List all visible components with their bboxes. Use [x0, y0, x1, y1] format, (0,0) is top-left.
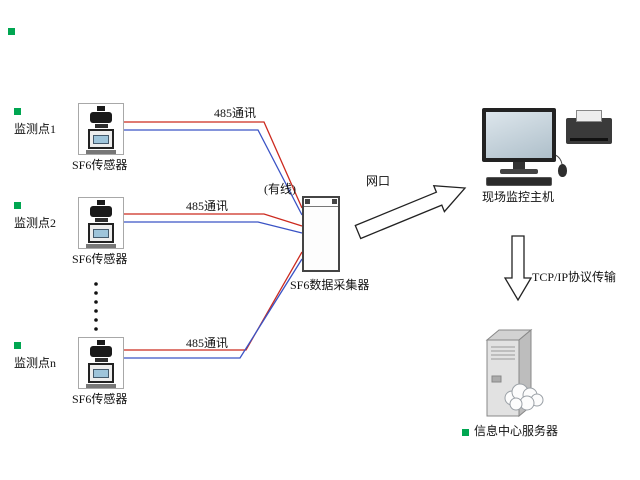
server-tower — [485, 328, 533, 418]
monitor-stand-base — [500, 169, 538, 174]
more-sensors-ellipsis — [94, 282, 98, 331]
sensor-base — [86, 384, 116, 388]
wire-485-red-2 — [124, 213, 303, 227]
sf6-sensor-device-1 — [78, 103, 124, 155]
green-marker — [462, 429, 469, 436]
sensor-head — [90, 346, 112, 357]
sensor-head — [90, 206, 112, 217]
monitor-screen — [486, 112, 552, 158]
sf6-sensor-device-n — [78, 337, 124, 389]
printer-icon — [566, 110, 612, 144]
sensor-cap — [97, 106, 105, 111]
sensor-body — [88, 223, 114, 243]
data-collector-device — [302, 196, 340, 272]
sensor-head — [90, 112, 112, 123]
sensor-screen — [93, 228, 109, 238]
tcpip-protocol-label: TCP/IP协议传输 — [532, 270, 617, 284]
sensor-base — [86, 150, 116, 154]
collector-terminal — [332, 199, 337, 204]
sensor-neck — [94, 218, 108, 222]
point-n-label: 监测点n — [14, 356, 57, 370]
network-port-label: 网口 — [366, 174, 391, 188]
monitor-stand — [513, 162, 525, 169]
host-caption: 现场监控主机 — [482, 190, 555, 204]
sensor-cap — [97, 200, 105, 205]
collector-panel-line — [304, 206, 338, 207]
sensor-body — [88, 363, 114, 383]
comm-485-label-n: 485通讯 — [186, 336, 229, 350]
sensor-n-caption: SF6传感器 — [72, 392, 128, 406]
printer-slot — [570, 138, 608, 141]
tcpip-down-arrow — [503, 235, 533, 302]
comm-485-label-2: 485通讯 — [186, 199, 229, 213]
comm-485-label-1: 485通讯 — [214, 106, 257, 120]
sensor-2-caption: SF6传感器 — [72, 252, 128, 266]
sensor-neck — [94, 358, 108, 362]
collector-terminal — [305, 199, 310, 204]
network-port-arrow — [354, 184, 467, 240]
wired-note: (有线) — [264, 182, 296, 196]
point-1-label: 监测点1 — [14, 122, 57, 136]
server-caption: 信息中心服务器 — [474, 424, 559, 438]
sensor-screen — [93, 368, 109, 378]
sensor-screen — [93, 134, 109, 144]
network-cloud-icon — [504, 383, 544, 411]
green-marker — [14, 108, 21, 115]
green-marker — [14, 342, 21, 349]
sensor-1-caption: SF6传感器 — [72, 158, 128, 172]
sf6-sensor-device-2 — [78, 197, 124, 249]
sensor-neck — [94, 124, 108, 128]
mouse-icon — [558, 164, 567, 177]
green-marker — [14, 202, 21, 209]
wire-485-blue-2 — [124, 221, 303, 234]
point-2-label: 监测点2 — [14, 216, 57, 230]
sensor-cap — [97, 340, 105, 345]
collector-caption: SF6数据采集器 — [290, 278, 370, 292]
printer-paper — [576, 110, 602, 122]
sensor-base — [86, 244, 116, 248]
green-marker — [8, 28, 15, 35]
keyboard-icon — [486, 177, 552, 186]
sensor-body — [88, 129, 114, 149]
host-monitor — [482, 108, 556, 162]
